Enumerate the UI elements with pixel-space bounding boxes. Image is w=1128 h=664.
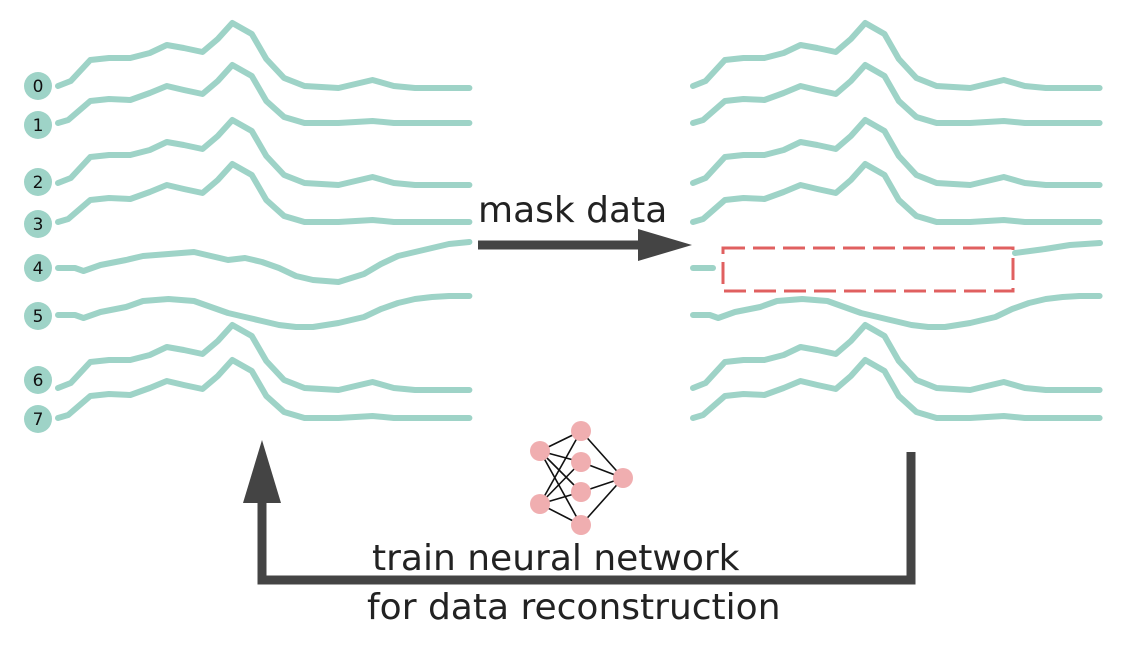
nn-neuron <box>571 482 591 502</box>
nn-edge <box>580 430 624 479</box>
signal-trace-fragment <box>1012 240 1103 256</box>
signal-trace <box>690 117 1103 188</box>
nn-neuron <box>530 494 550 514</box>
channel-badge-label: 6 <box>33 371 44 391</box>
channel-badge: 1 <box>24 111 52 139</box>
signal-trace <box>55 161 473 225</box>
signal-trace <box>55 322 473 393</box>
channel-badge-label: 7 <box>33 410 44 430</box>
train-step-label-line1: train neural network <box>372 538 740 579</box>
channel-badge: 2 <box>24 168 52 196</box>
mask-region <box>721 246 1015 293</box>
signal-trace <box>690 20 1103 91</box>
signal-trace <box>55 357 473 421</box>
masked-traces <box>690 20 1103 421</box>
nn-edge <box>539 430 582 505</box>
signal-trace <box>690 293 1103 330</box>
channel-badge-label: 3 <box>33 215 44 235</box>
channel-badge-label: 5 <box>33 307 44 327</box>
channel-badge-label: 4 <box>33 259 44 279</box>
signal-trace <box>55 239 473 285</box>
nn-neuron <box>613 468 633 488</box>
channel-badge-label: 2 <box>33 173 44 193</box>
nn-edge <box>580 477 624 526</box>
channel-badges: 0 1 2 3 4 5 6 7 <box>24 72 52 433</box>
signal-trace <box>690 161 1103 225</box>
signal-trace <box>690 322 1103 393</box>
signal-trace <box>690 62 1103 126</box>
signal-trace <box>55 293 473 330</box>
arrow-up-icon <box>243 440 916 585</box>
signal-trace <box>55 62 473 126</box>
signal-trace <box>55 20 473 91</box>
channel-badge: 7 <box>24 405 52 433</box>
original-traces <box>55 20 473 421</box>
nn-neuron <box>571 452 591 472</box>
arrow-right-icon <box>478 229 692 261</box>
nn-edge <box>539 450 582 526</box>
channel-badge: 6 <box>24 366 52 394</box>
channel-badge-label: 0 <box>33 77 44 97</box>
signal-trace <box>55 117 473 188</box>
channel-badge: 4 <box>24 254 52 282</box>
channel-badge: 3 <box>24 210 52 238</box>
nn-neuron <box>530 441 550 461</box>
nn-neuron <box>571 515 591 535</box>
nn-neuron <box>571 421 591 441</box>
signal-trace <box>690 357 1103 421</box>
mask-step-label: mask data <box>478 190 667 231</box>
channel-badge: 5 <box>24 302 52 330</box>
channel-badge: 0 <box>24 72 52 100</box>
train-step-label-line2: for data reconstruction <box>367 587 781 628</box>
neural-network-icon <box>530 421 633 535</box>
channel-badge-label: 1 <box>33 116 44 136</box>
